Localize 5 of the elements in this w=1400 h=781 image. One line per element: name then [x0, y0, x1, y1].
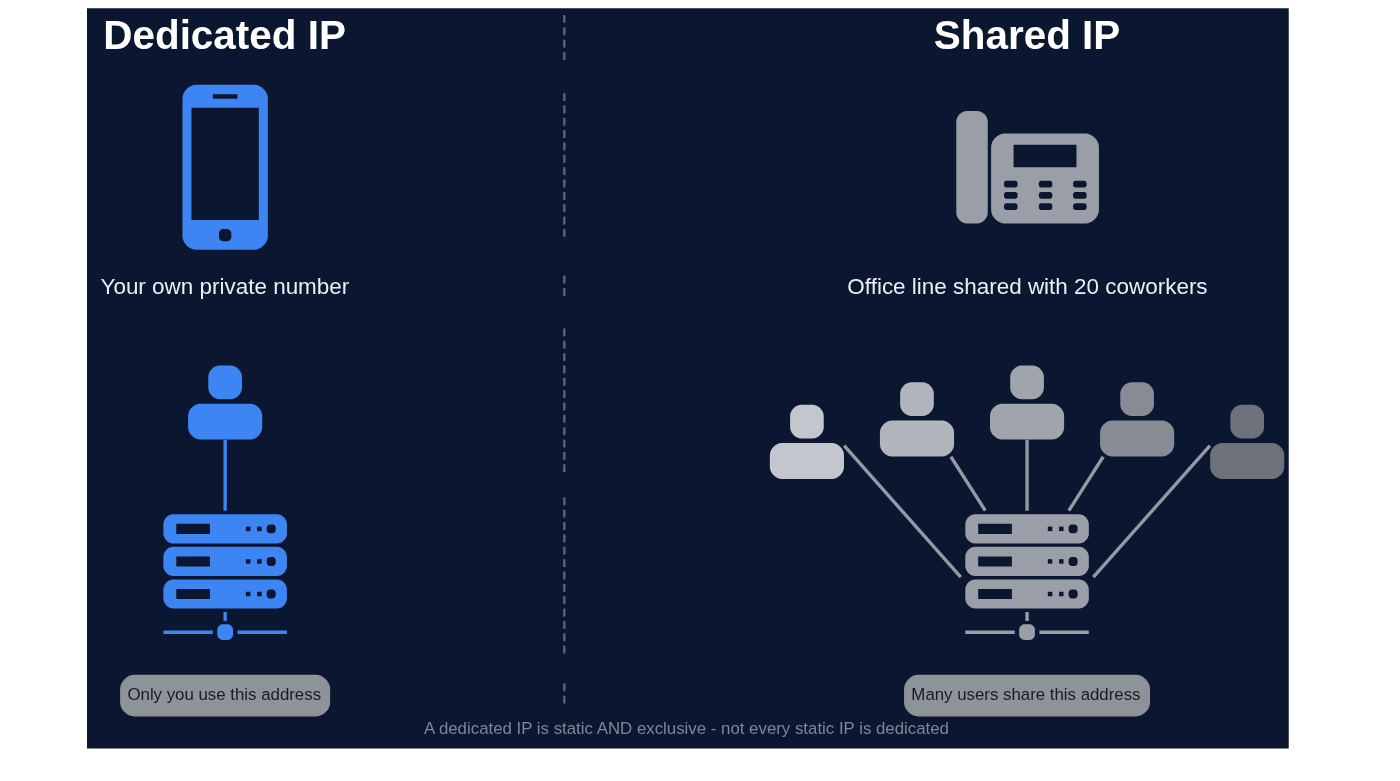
label: Shared IP [933, 11, 1121, 58]
node-label: Office line shared with 20 coworkers [847, 273, 1208, 299]
caption: A dedicated IP is static AND exclusive - not every static IP is dedicated [423, 718, 949, 738]
label: Dedicated IP [103, 11, 346, 58]
node-label: Your own private number [100, 273, 350, 299]
